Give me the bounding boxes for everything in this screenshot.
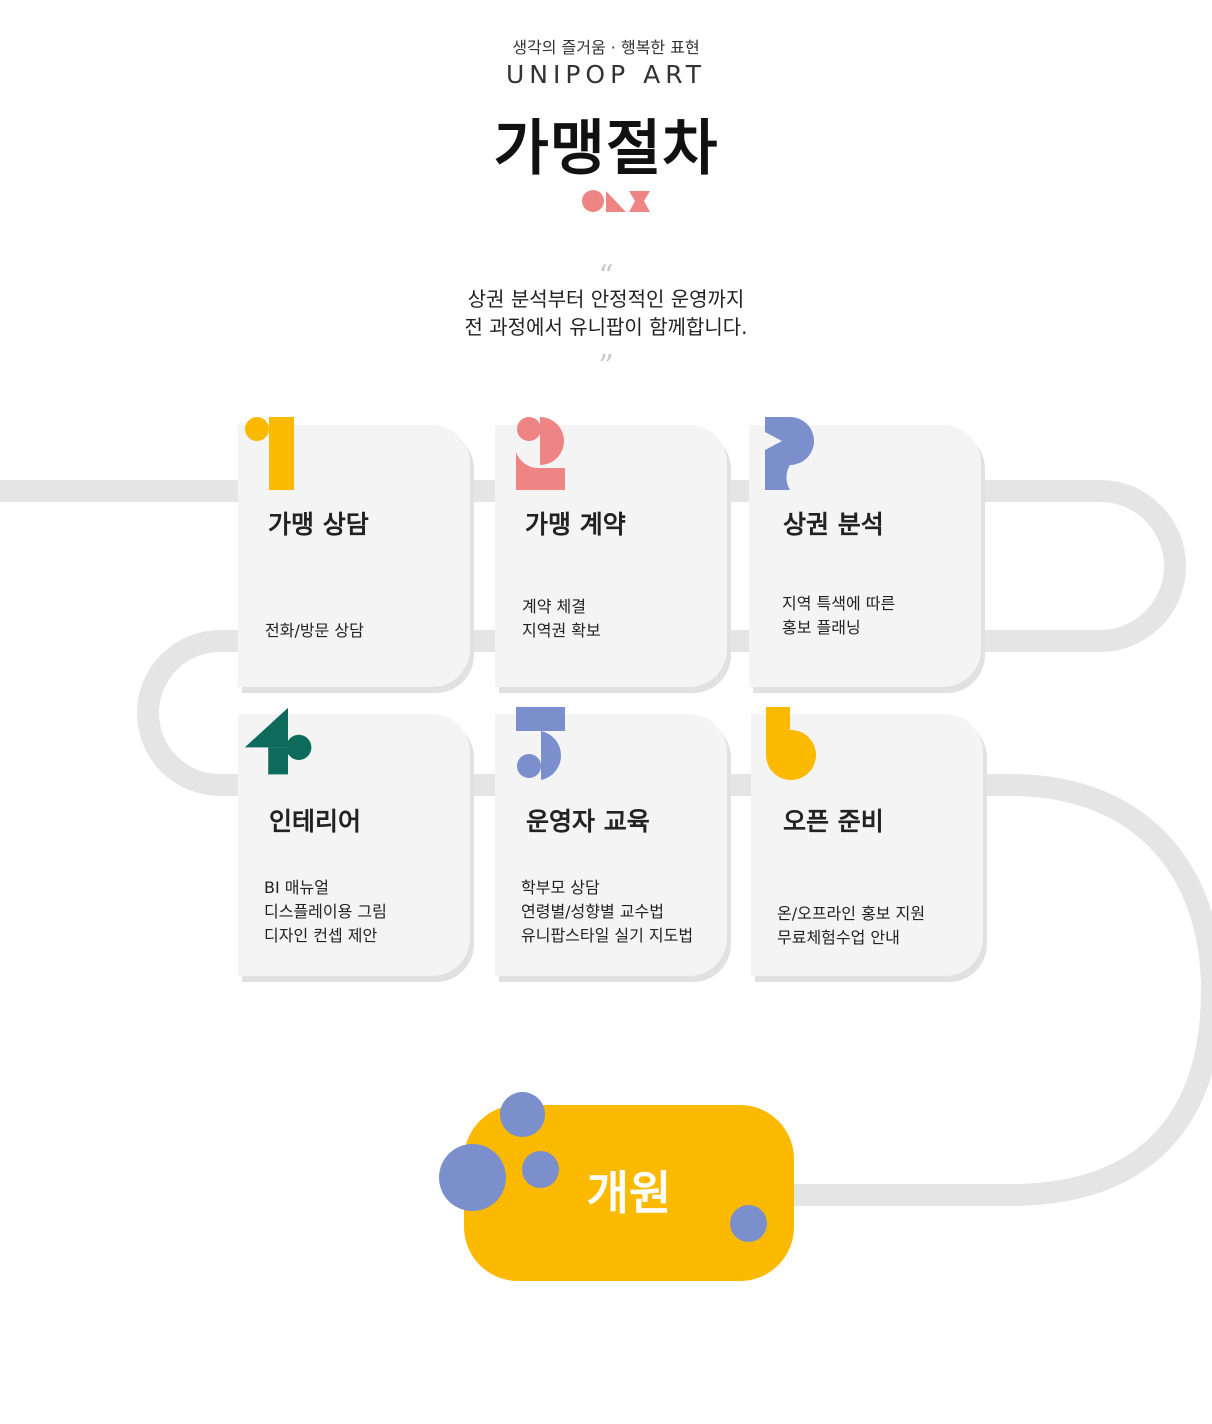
step-desc-line: 홍보 플래닝: [782, 618, 861, 637]
step-title: 오픈 준비: [783, 807, 884, 836]
bubble-small-icon: [522, 1151, 559, 1188]
header-subtitle: 생각의 즐거움 · 행복한 표현: [512, 38, 700, 57]
intro-text: 상권 분석부터 안정적인 운영까지 전 과정에서 유니팝이 함께합니다.: [0, 285, 1212, 341]
step-desc-line: 온/오프라인 홍보 지원: [777, 904, 926, 923]
step-desc-line: 학부모 상담: [521, 878, 600, 897]
step-desc-line: 지역 특색에 따른: [782, 594, 896, 613]
step-title: 가맹 계약: [525, 510, 626, 539]
number-3-icon: [765, 417, 814, 490]
step-title: 인테리어: [269, 807, 362, 836]
number-2-icon: [516, 417, 565, 490]
step-card-market-analysis: 상권 분석 지역 특색에 따른 홍보 플래닝: [749, 425, 981, 687]
step-desc: 계약 체결 지역권 확보: [522, 595, 601, 643]
number-1-icon: [245, 417, 294, 490]
intro-line: 전 과정에서 유니팝이 함께합니다.: [464, 315, 748, 339]
close-quote-icon: ”: [598, 349, 614, 384]
shapes-decoration-icon: [582, 190, 650, 212]
bubble-top-icon: [500, 1092, 545, 1137]
step-desc-line: 계약 체결: [522, 597, 586, 616]
step-desc-line: 연령별/성향별 교수법: [521, 902, 664, 921]
step-desc-line: 전화/방문 상담: [265, 621, 364, 640]
step-title: 운영자 교육: [526, 807, 650, 836]
number-6-icon: [766, 707, 816, 780]
step-desc-line: 디자인 컨셉 제안: [264, 926, 378, 945]
step-desc: 학부모 상담 연령별/성향별 교수법 유니팝스타일 실기 지도법: [521, 876, 693, 948]
step-desc-line: 무료체험수업 안내: [777, 928, 900, 947]
number-4-icon: [244, 707, 312, 775]
step-desc: 전화/방문 상담: [265, 619, 364, 643]
step-title: 가맹 상담: [268, 510, 369, 539]
step-desc-line: 지역권 확보: [522, 621, 601, 640]
step-desc: 온/오프라인 홍보 지원 무료체험수업 안내: [777, 902, 925, 950]
bubble-right-icon: [730, 1205, 767, 1242]
number-5-icon: [516, 707, 565, 780]
step-desc-line: 유니팝스타일 실기 지도법: [521, 926, 694, 945]
bubble-large-icon: [439, 1144, 506, 1211]
step-card-contract: 가맹 계약 계약 체결 지역권 확보: [495, 425, 727, 687]
brand-name: UNIPOP ART: [505, 60, 707, 89]
step-desc-line: BI 매뉴얼: [264, 878, 329, 897]
open-quote-icon: “: [598, 259, 614, 294]
intro-line: 상권 분석부터 안정적인 운영까지: [467, 287, 745, 311]
step-desc: BI 매뉴얼 디스플레이용 그림 디자인 컨셉 제안: [264, 876, 387, 948]
step-title: 상권 분석: [783, 510, 884, 539]
step-card-consultation: 가맹 상담 전화/방문 상담: [238, 425, 470, 687]
step-desc: 지역 특색에 따른 홍보 플래닝: [782, 592, 895, 640]
page-title: 가맹절차: [493, 114, 719, 184]
opening-label: 개원: [586, 1166, 672, 1220]
step-desc-line: 디스플레이용 그림: [264, 902, 387, 921]
